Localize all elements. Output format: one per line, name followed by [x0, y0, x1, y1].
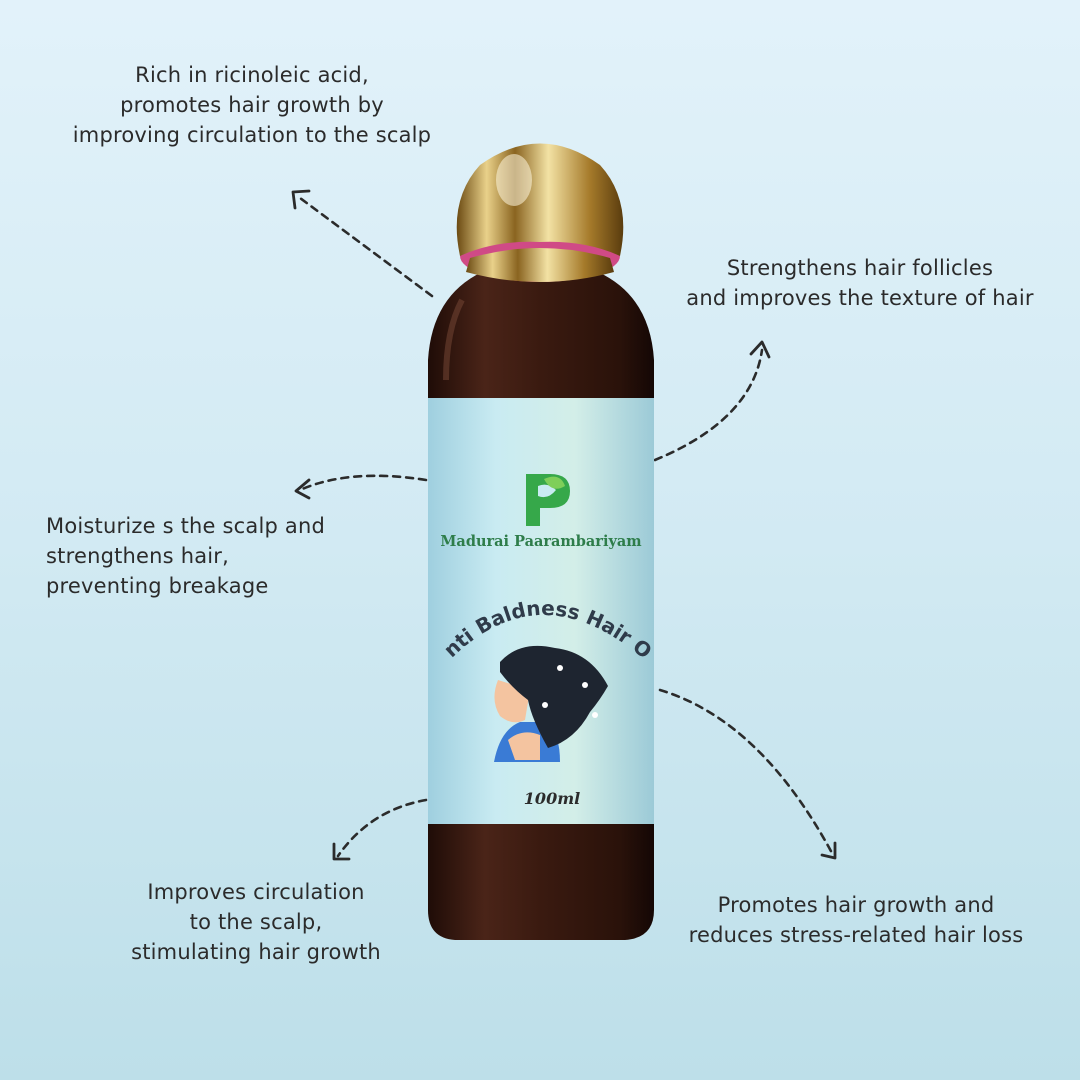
benefit-line: Improves circulation [147, 880, 365, 904]
benefit-line: to the scalp, [189, 910, 323, 934]
benefit-bottom-right: Promotes hair growth and reduces stress-… [676, 890, 1036, 950]
benefit-line: preventing breakage [46, 574, 269, 598]
benefit-line: Strengthens hair follicles [726, 256, 994, 280]
volume-label: 100ml [524, 789, 580, 808]
benefit-mid-left: Moisturize s the scalp and strengthens h… [46, 511, 325, 601]
benefit-bottom-left: Improves circulation to the scalp, stimu… [106, 877, 406, 967]
benefit-line: improving circulation to the scalp [72, 123, 432, 147]
benefit-line: Rich in ricinoleic acid, [135, 63, 369, 87]
benefit-top-right: Strengthens hair follicles and improves … [680, 253, 1040, 313]
woman-illustration [494, 645, 608, 762]
benefit-top-left: Rich in ricinoleic acid, promotes hair g… [52, 60, 452, 150]
benefit-line: reduces stress-related hair loss [688, 923, 1024, 947]
benefit-line: stimulating hair growth [131, 940, 381, 964]
benefit-line: Promotes hair growth and [717, 893, 995, 917]
brand-name: Madurai Paarambariyam [440, 533, 642, 550]
benefit-line: promotes hair growth by [120, 93, 384, 117]
cap [456, 143, 624, 256]
benefit-line: strengthens hair, [46, 544, 230, 568]
benefit-line: and improves the texture of hair [686, 286, 1034, 310]
brand-logo-icon [526, 474, 570, 526]
dashed-arrow-icon [298, 196, 834, 858]
benefit-line: Moisturize s the scalp and [46, 514, 326, 538]
